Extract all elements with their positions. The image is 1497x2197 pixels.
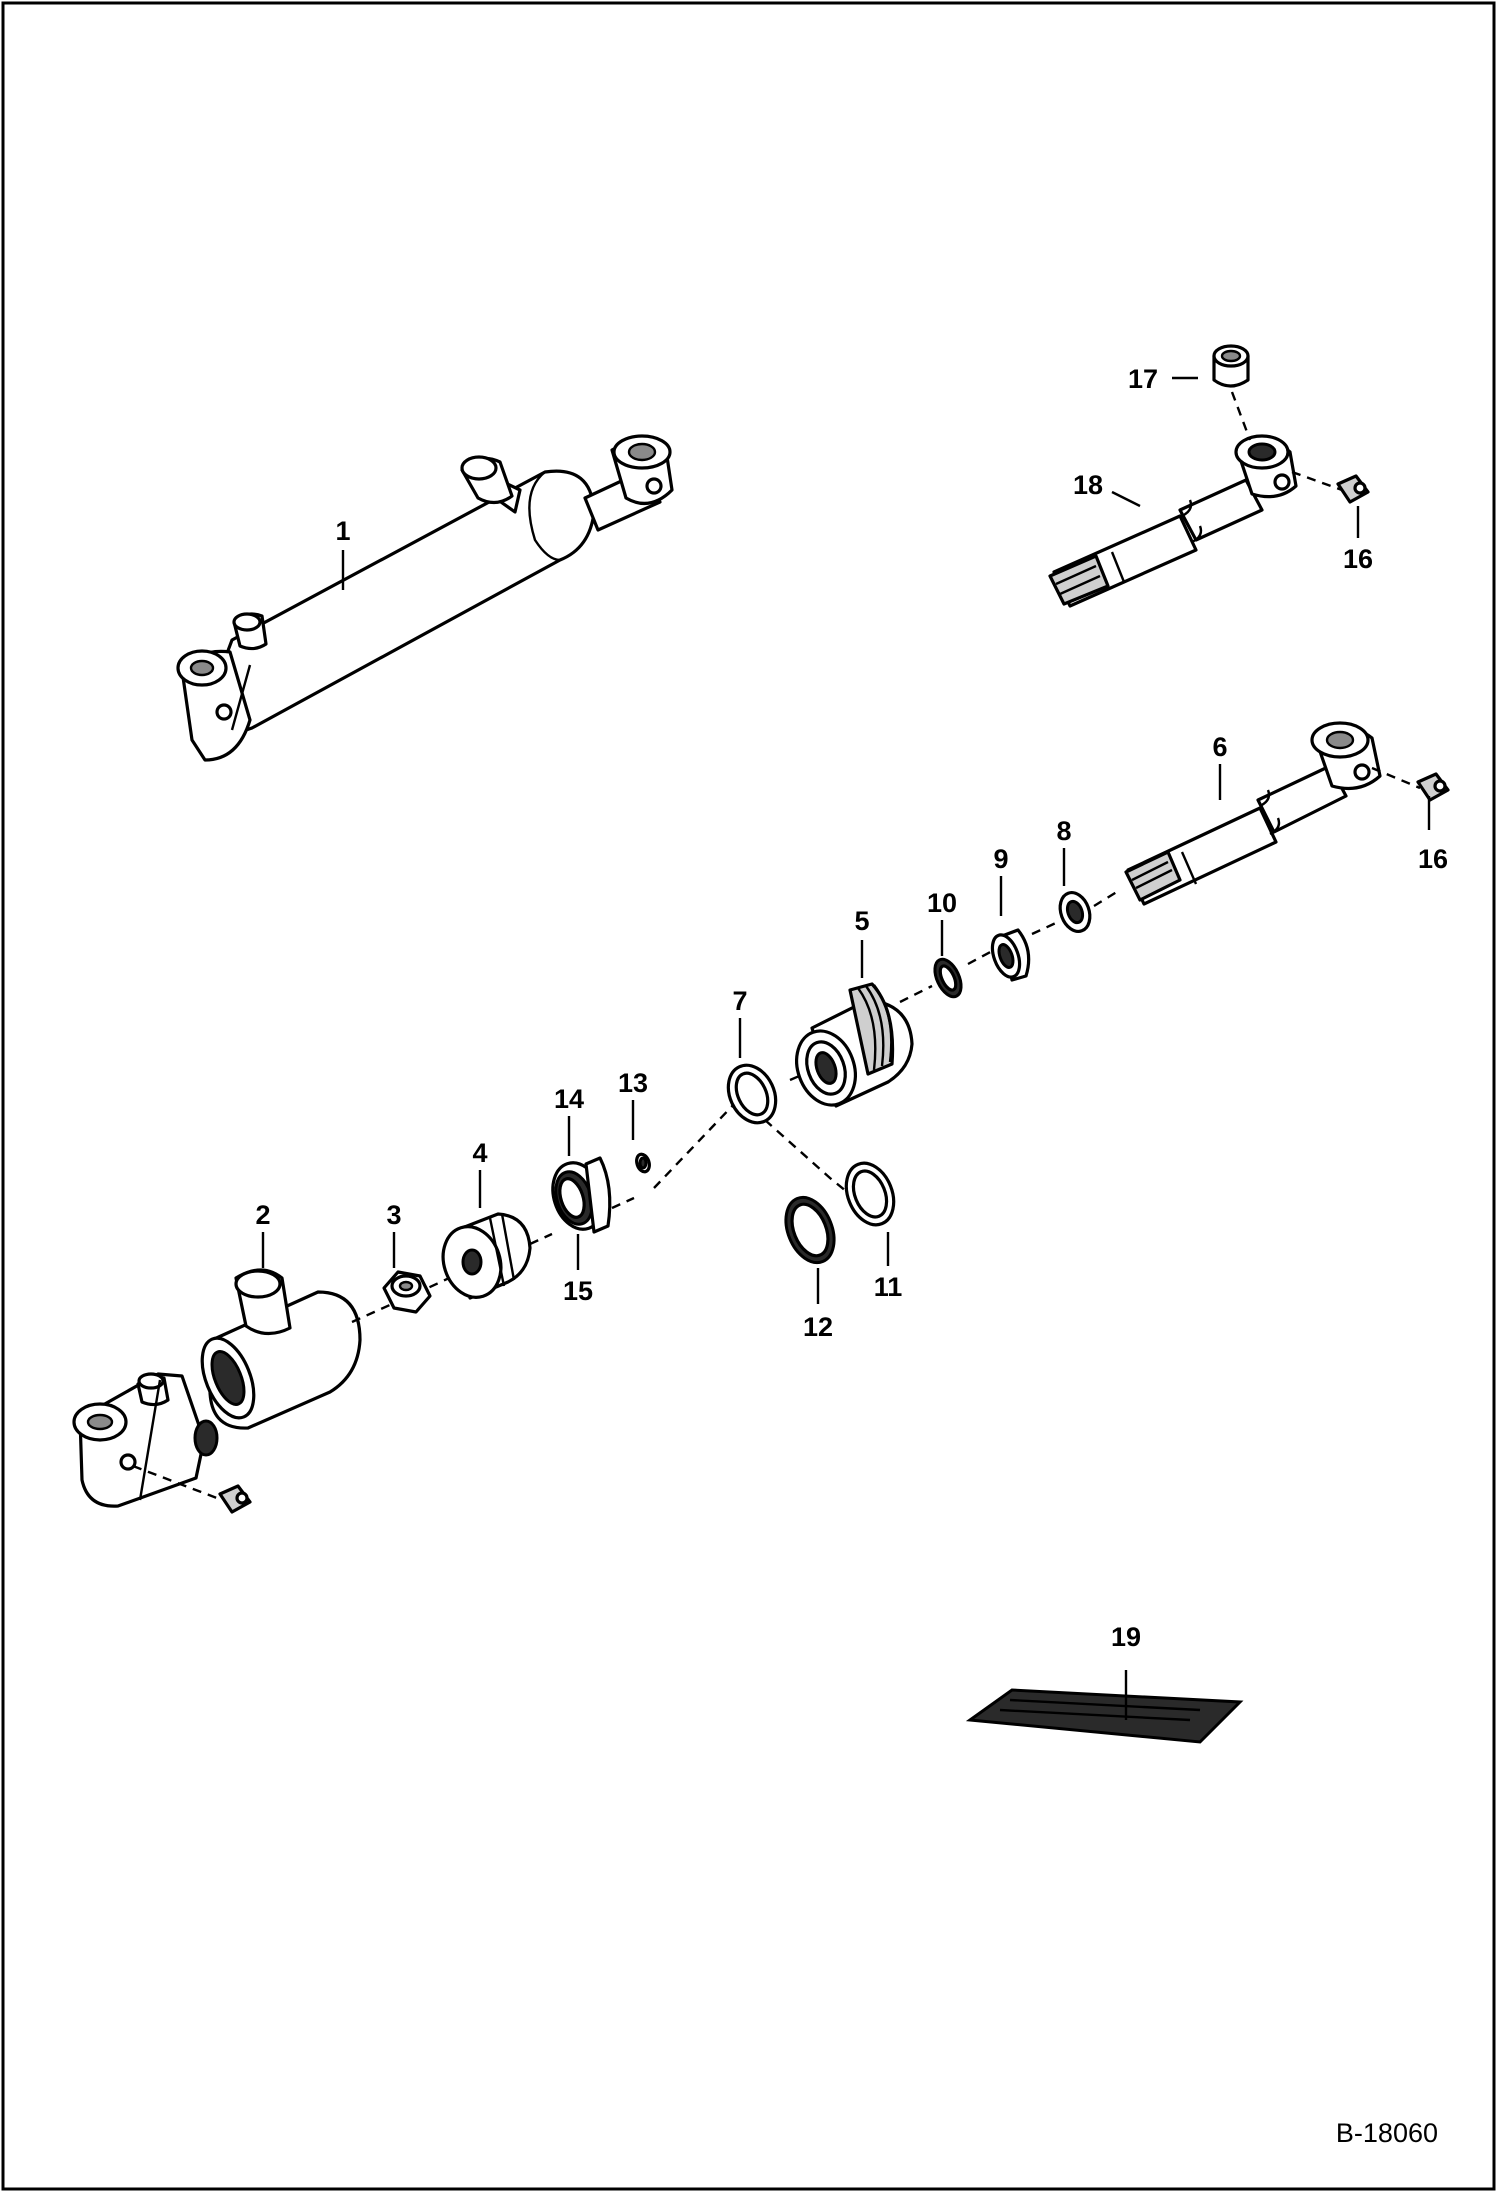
part-8-wiper <box>1058 891 1092 933</box>
assembly-axis-8 <box>1031 920 1059 936</box>
callout-12: 12 <box>803 1312 833 1342</box>
callout-8: 8 <box>1056 816 1071 846</box>
part-7-backup-ring <box>726 1063 778 1125</box>
part-14-15-piston-seal <box>551 1156 612 1234</box>
assembly-axis-4 <box>653 1099 739 1189</box>
assembly-axis-9 <box>1093 888 1121 908</box>
assembly-axis-left <box>351 1302 393 1324</box>
callout-14: 14 <box>554 1084 584 1114</box>
callout-7: 7 <box>732 986 747 1016</box>
part-4-piston <box>441 1212 532 1300</box>
callout-10: 10 <box>927 888 957 918</box>
callout-11: 11 <box>874 1272 903 1302</box>
callout-18: 18 <box>1073 470 1103 500</box>
part-2-barrel <box>72 1268 362 1514</box>
assembly-axis-2 <box>529 1232 553 1246</box>
callout-15: 15 <box>563 1276 593 1306</box>
callout-5: 5 <box>854 906 869 936</box>
part-11-seal <box>844 1161 896 1227</box>
part-13-ring <box>635 1152 651 1174</box>
callout-19: 19 <box>1111 1622 1141 1652</box>
callout-9: 9 <box>993 844 1008 874</box>
part-1-cylinder-assembly <box>176 434 674 762</box>
assembly-axis-6 <box>899 984 933 1004</box>
callout-6: 6 <box>1212 732 1227 762</box>
part-9-rod-seal <box>990 928 1031 982</box>
callout-1: 1 <box>335 516 350 546</box>
callout-4: 4 <box>472 1138 487 1168</box>
callout-2: 2 <box>255 1200 270 1230</box>
callout-16-rod: 16 <box>1418 844 1448 874</box>
part-17-bushing <box>1212 344 1252 441</box>
assembly-axis-3 <box>611 1196 635 1210</box>
part-10-o-ring <box>933 957 963 999</box>
seal-branch-axis <box>764 1119 853 1197</box>
assembly-axis-7 <box>967 948 995 966</box>
part-5-gland <box>795 982 914 1108</box>
callout-16-upper: 16 <box>1343 544 1373 574</box>
leader-18 <box>1111 490 1141 508</box>
part-19-decal <box>965 1688 1244 1744</box>
part-6-rod <box>1124 721 1450 906</box>
callout-13: 13 <box>618 1068 648 1098</box>
part-3-nut <box>382 1270 432 1314</box>
part-12-o-ring <box>784 1195 836 1265</box>
callout-3: 3 <box>386 1200 401 1230</box>
part-18-rod <box>1048 434 1370 608</box>
assembly-axis-5 <box>789 1072 805 1082</box>
callout-17: 17 <box>1128 364 1158 394</box>
drawing-code: B-18060 <box>1336 2118 1438 2148</box>
